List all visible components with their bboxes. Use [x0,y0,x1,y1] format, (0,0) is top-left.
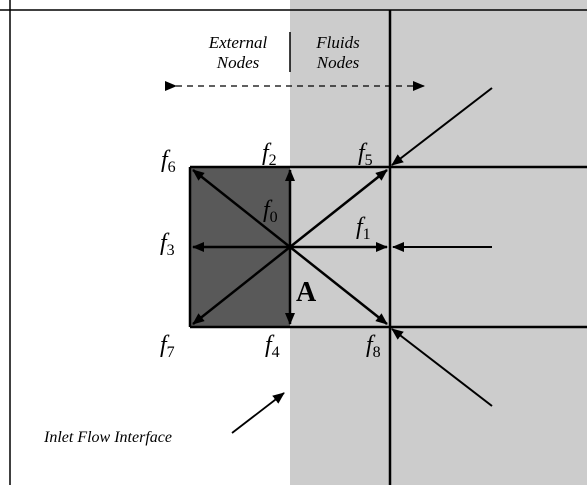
label-f5: f5 [358,140,373,169]
label-f2: f2 [262,140,277,169]
incoming-arrow-upper [391,87,493,166]
interface-pointer-arrow [231,392,285,434]
label-f7: f7 [160,332,175,361]
fluid-region [290,0,587,485]
fluids-label-line1: Fluids [315,33,360,52]
label-f3: f3 [160,230,175,259]
external-label-line2: Nodes [216,53,260,72]
incoming-arrow-lower [391,328,493,407]
fluids-label-line2: Nodes [316,53,360,72]
label-f1: f1 [356,214,371,243]
arrow-f6 [192,169,291,248]
label-f6: f6 [161,147,176,176]
external-label-line1: External [208,33,268,52]
arrow-f7 [192,246,291,325]
label-f4: f4 [265,332,280,361]
node-label-a: A [296,277,317,308]
arrow-f5 [289,169,388,248]
label-f0: f0 [263,197,278,226]
arrow-f8 [289,246,388,325]
interface-label: Inlet Flow Interface [43,429,172,446]
label-f8: f8 [366,332,381,361]
